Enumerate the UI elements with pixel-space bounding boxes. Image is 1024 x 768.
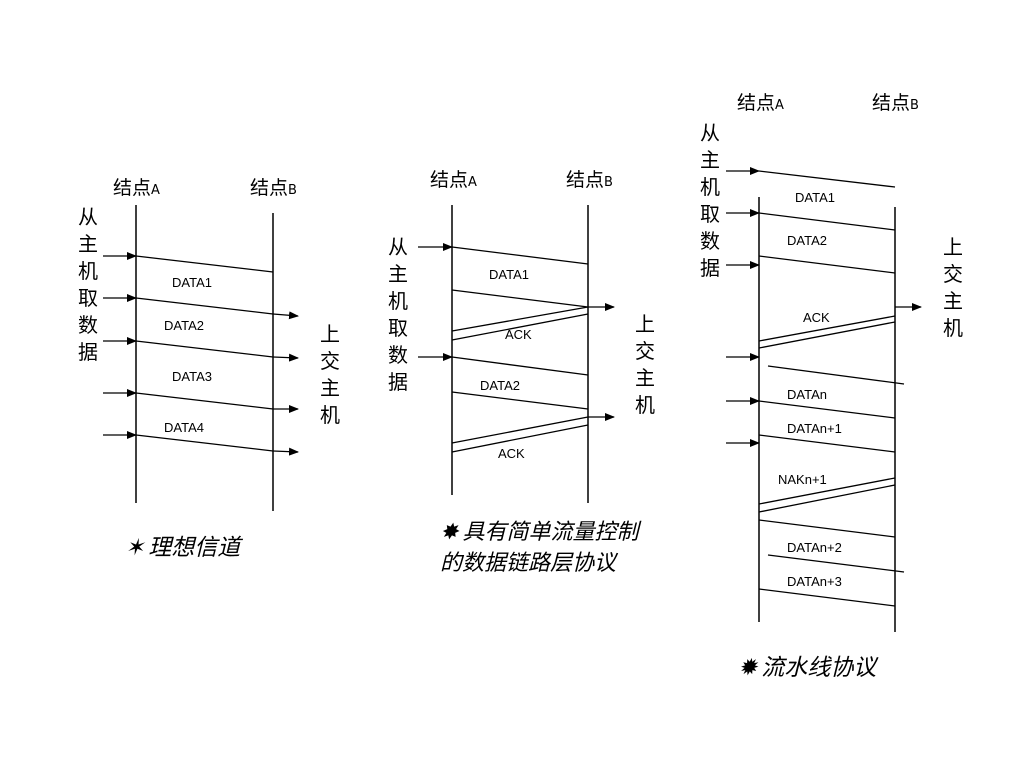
message-label: DATAn+2 [787,540,842,555]
from-host-label: 从 主 机 取 数 据 [78,205,98,364]
frame-line [758,212,896,231]
svg-text:从: 从 [388,235,408,259]
frame-line [451,356,589,376]
star-icon: ✸ [440,520,460,545]
node-a-label: 结点A [113,177,160,199]
svg-text:上: 上 [635,312,655,336]
svg-text:主: 主 [78,232,98,256]
caption-ideal: ✶理想信道 [125,535,243,561]
message-label: DATA2 [787,233,827,248]
deliver-arrow [272,447,299,456]
svg-text:取: 取 [78,286,98,310]
message-label: DATA2 [480,378,520,393]
svg-text:交: 交 [320,349,340,373]
frame-line [758,588,896,607]
to-host-label: 上 交 主 机 [635,312,655,417]
frame-line [135,434,274,452]
frame-line [758,400,896,419]
deliver-arrow [272,311,299,320]
message-label: DATAn+1 [787,421,842,436]
svg-text:主: 主 [635,366,655,390]
svg-text:从: 从 [700,121,720,145]
message-label: DATAn+3 [787,574,842,589]
svg-text:数: 数 [78,313,98,337]
svg-text:上: 上 [943,235,963,259]
frame-line [451,289,589,308]
message-label: ACK [803,310,830,325]
node-b-label: 结点B [872,92,919,114]
message-label: DATA4 [164,420,204,435]
svg-text:上: 上 [320,322,340,346]
frame-line [135,392,274,410]
caption-pipeline: ✹流水线协议 [738,655,879,681]
svg-text:机: 机 [78,259,98,283]
node-a-label: 结点A [737,92,784,114]
panel-pipeline: 结点A 结点B 从 主 机 取 数 据 上 交 主 机 [700,92,963,681]
svg-text:交: 交 [635,339,655,363]
star-icon: ✹ [738,655,759,681]
deliver-arrow [272,353,299,362]
message-label: DATA3 [172,369,212,384]
frame-line [758,519,896,538]
message-label: ACK [498,446,525,461]
nak-line [758,477,896,505]
svg-text:交: 交 [943,262,963,286]
frame-line [135,297,274,315]
ack-line [758,321,896,349]
svg-text:从: 从 [78,205,98,229]
frame-line [451,246,589,265]
frame-line [767,365,905,385]
node-b-label: 结点B [250,177,297,199]
to-host-label: 上 交 主 机 [943,235,963,340]
message-label: NAKn+1 [778,472,827,487]
message-label: ACK [505,327,532,342]
svg-text:机: 机 [635,393,655,417]
svg-text:据: 据 [388,370,408,394]
svg-text:机: 机 [943,316,963,340]
message-label: DATA1 [489,267,529,282]
frame-line [758,255,896,274]
ack-line [451,424,589,453]
node-a-label: 结点A [430,169,477,191]
to-host-label: 上 交 主 机 [320,322,340,427]
frame-line [758,434,896,453]
ack-line [451,313,589,341]
frame-line [135,340,274,358]
svg-text:主: 主 [320,376,340,400]
frame-line [135,255,274,273]
panel-stop-and-wait: 结点A 结点B 从 主 机 取 数 据 上 交 主 机 DATA1 [388,169,655,576]
svg-text:取: 取 [388,316,408,340]
message-label: DATA1 [795,190,835,205]
svg-text:机: 机 [700,175,720,199]
svg-text:取: 取 [700,202,720,226]
svg-text:主: 主 [388,262,408,286]
panel-ideal: 结点A 结点B 从 主 机 取 数 据 上 交 主 机 [78,177,340,561]
message-label: DATAn [787,387,827,402]
svg-text:据: 据 [700,256,720,280]
caption-stop-and-wait-line2: 的数据链路层协议 [440,551,619,576]
ack-line [758,315,896,342]
frame-line [767,554,905,573]
ack-line [451,416,589,444]
nak-line [758,484,896,513]
from-host-label: 从 主 机 取 数 据 [700,121,720,280]
star-icon: ✶ [125,535,146,561]
frame-line [451,391,589,410]
svg-text:据: 据 [78,340,98,364]
svg-text:主: 主 [943,289,963,313]
node-b-label: 结点B [566,169,613,191]
svg-text:数: 数 [700,229,720,253]
message-label: DATA1 [172,275,212,290]
caption-stop-and-wait: ✸具有简单流量控制 [440,520,641,545]
svg-text:机: 机 [388,289,408,313]
message-label: DATA2 [164,318,204,333]
svg-text:机: 机 [320,403,340,427]
svg-text:数: 数 [388,343,408,367]
ack-line [451,306,589,332]
frame-line [758,170,896,188]
svg-text:主: 主 [700,148,720,172]
from-host-label: 从 主 机 取 数 据 [388,235,408,394]
